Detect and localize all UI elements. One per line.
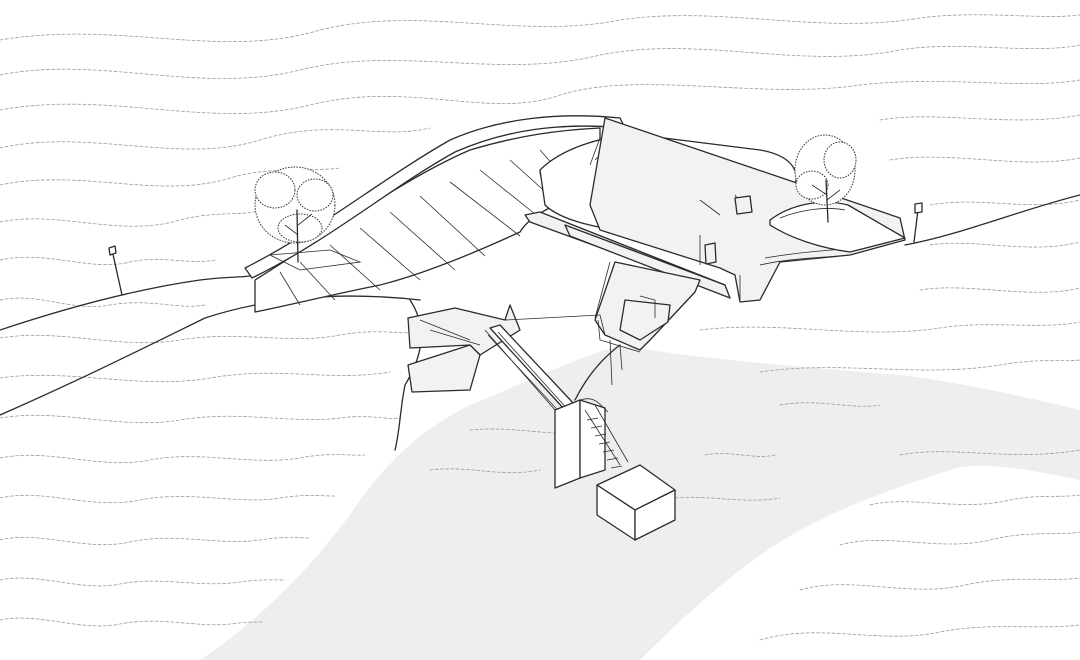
lamp-post-left — [108, 245, 123, 296]
terrace-right — [769, 201, 906, 253]
terrain-contours — [0, 14, 1080, 641]
jetty-platform — [407, 304, 606, 393]
entrance-passage — [594, 261, 701, 386]
pier-block — [596, 464, 676, 541]
stair-tower — [554, 398, 629, 489]
tree-right — [794, 134, 857, 223]
tree-left — [254, 166, 362, 271]
lamp-post-right — [913, 202, 923, 243]
